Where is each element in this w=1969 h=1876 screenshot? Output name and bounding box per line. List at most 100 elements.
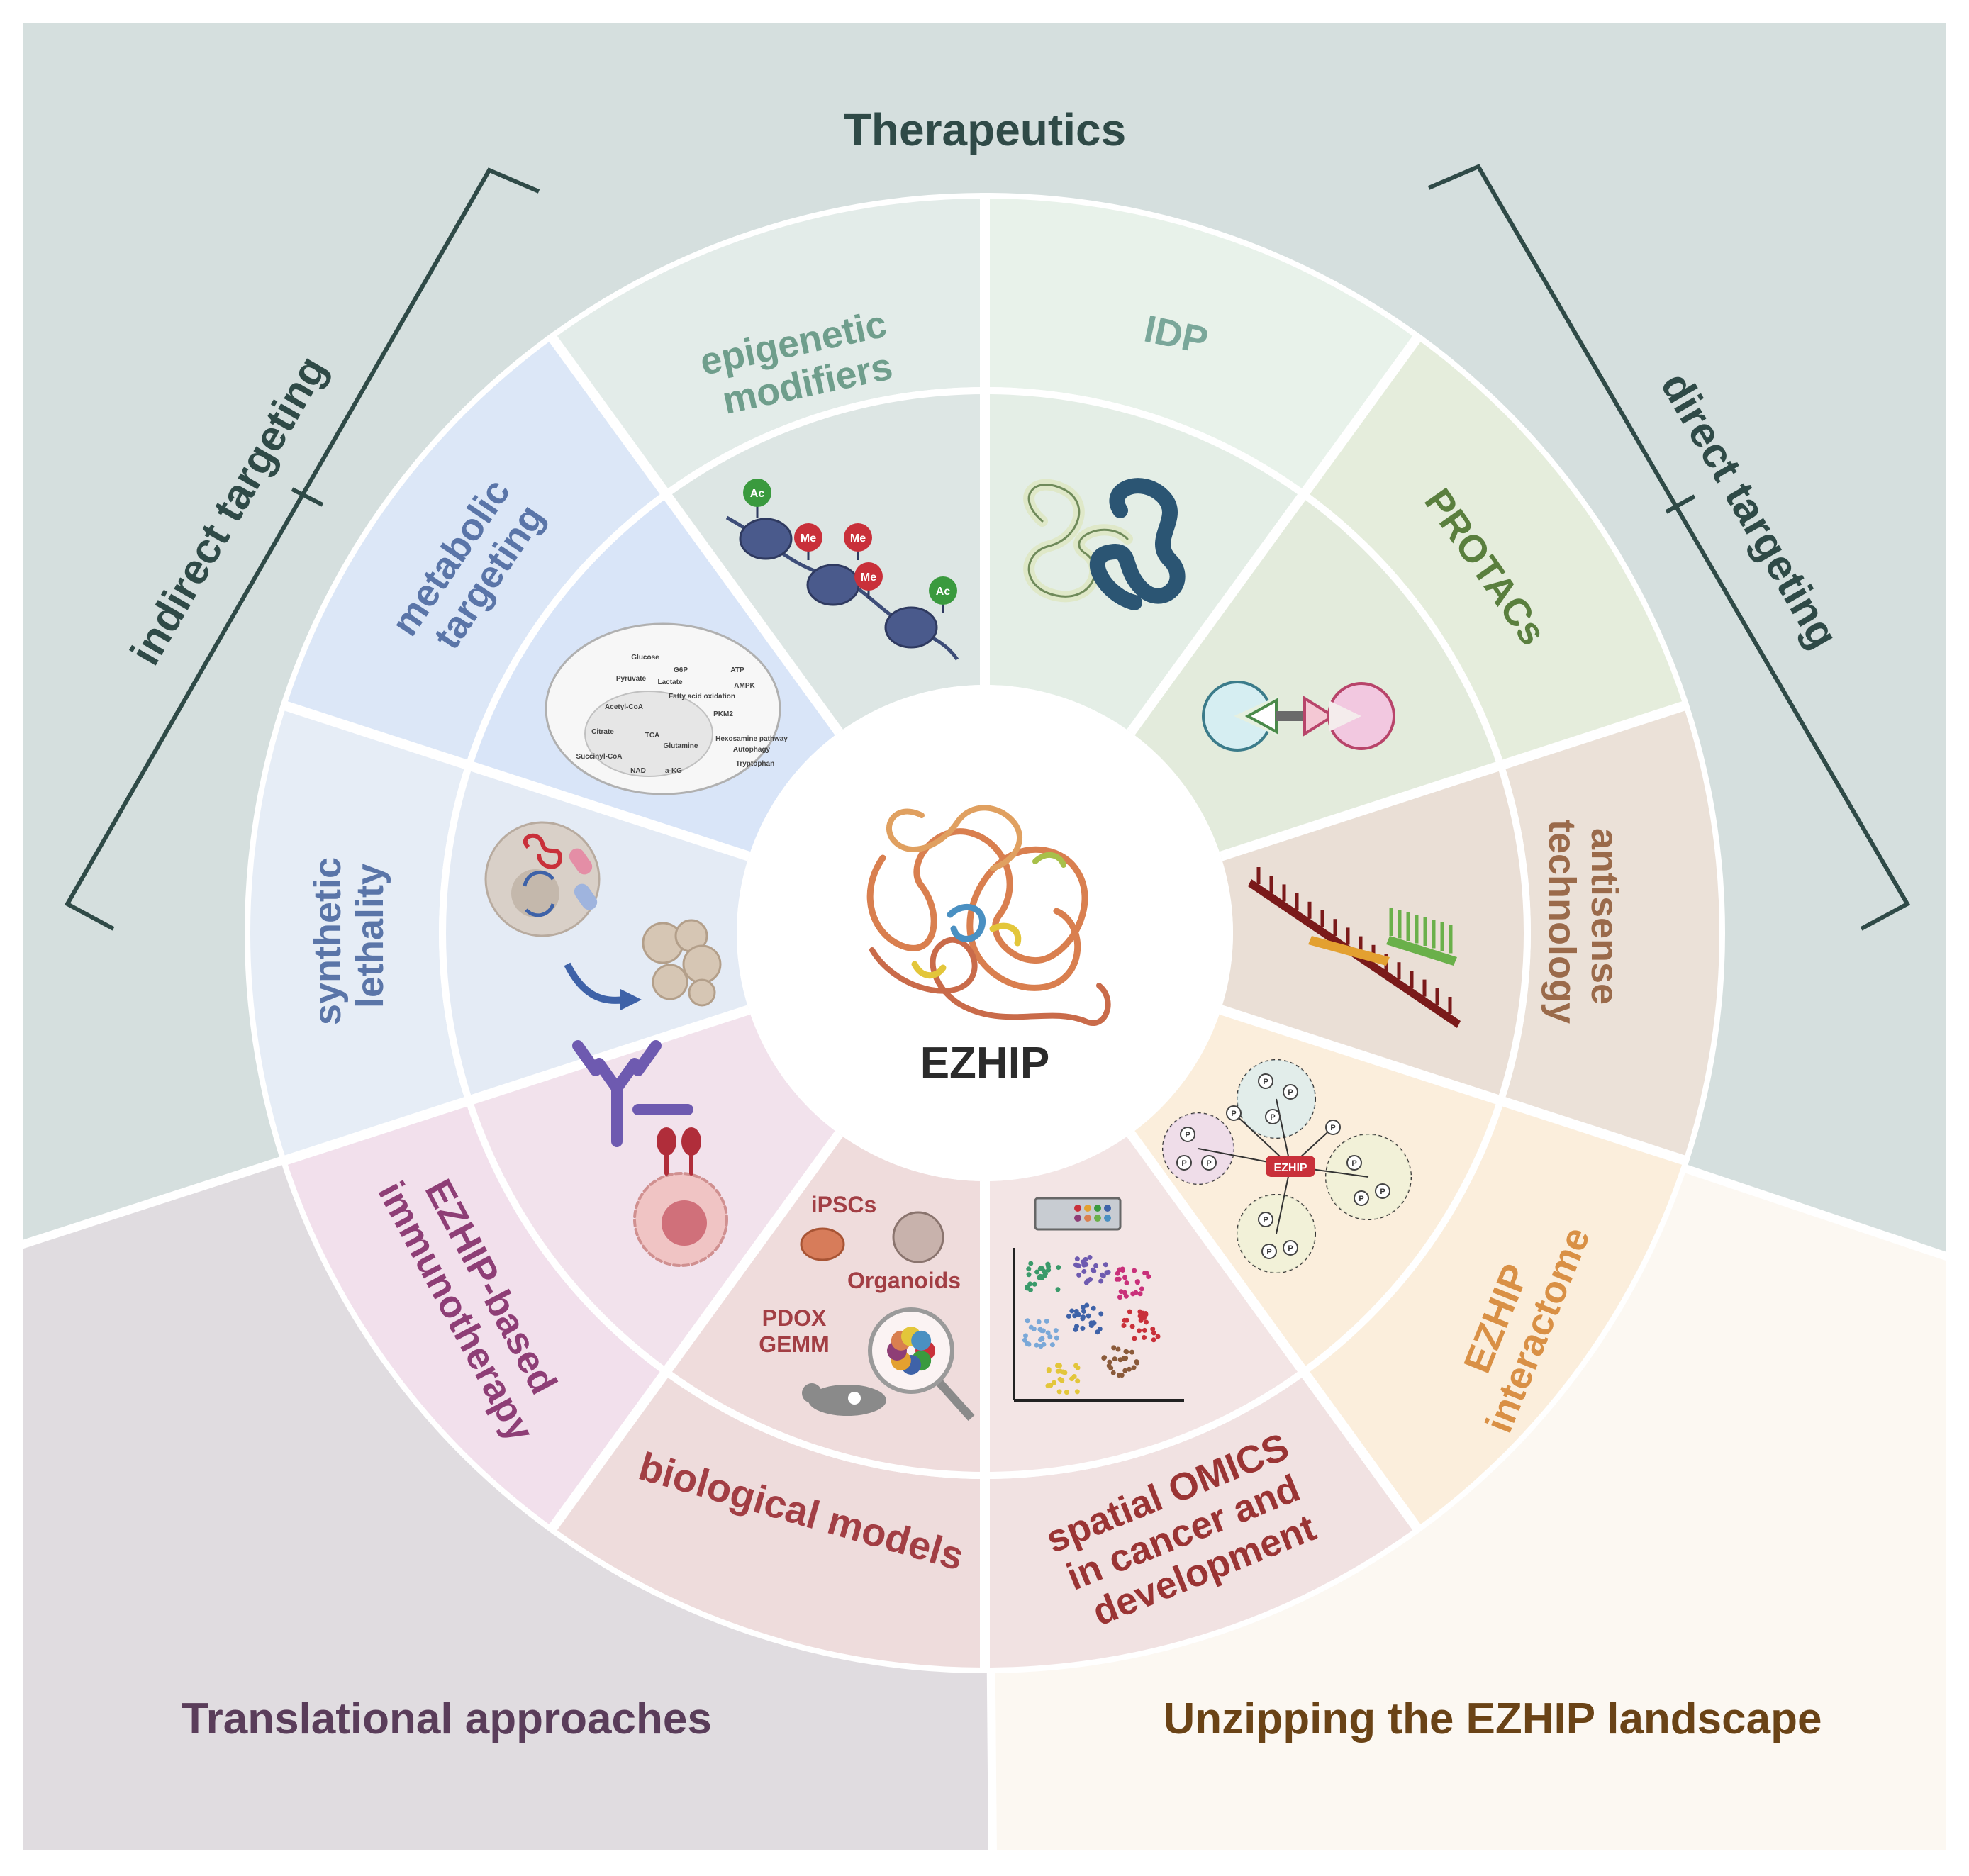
outer-segment-protacs xyxy=(1305,338,1684,765)
organoid-icon xyxy=(892,1211,944,1263)
metabolite-label: Hexosamine pathway xyxy=(715,735,788,743)
phospho-label: P xyxy=(1288,1088,1293,1097)
omics-point xyxy=(1091,1305,1096,1311)
omics-point xyxy=(1080,1326,1086,1331)
omics-point xyxy=(1122,1290,1127,1295)
omics-point xyxy=(1026,1341,1032,1347)
omics-point xyxy=(1142,1327,1147,1333)
ac-mark-label: Ac xyxy=(750,488,765,500)
metabolite-label: Citrate xyxy=(591,728,614,736)
gemm-label: GEMM xyxy=(759,1331,830,1357)
omics-point xyxy=(1111,1345,1117,1351)
outer-segment-synthetic xyxy=(250,705,466,1161)
protein-node xyxy=(1226,1105,1242,1121)
omics-point xyxy=(1105,1269,1111,1275)
protac-icon xyxy=(1202,681,1395,752)
spatial-omics-icon xyxy=(1013,1197,1184,1402)
omics-point xyxy=(1022,1333,1028,1339)
phospho-label: P xyxy=(1359,1195,1363,1203)
center-circle xyxy=(737,685,1233,1181)
ezhip-protein-icon xyxy=(866,805,1111,1026)
omics-point xyxy=(1072,1313,1078,1319)
omics-point xyxy=(1056,1389,1062,1395)
omics-point xyxy=(1137,1328,1142,1334)
omics-point xyxy=(1034,1269,1040,1275)
omics-point xyxy=(1081,1314,1086,1320)
segment-divider xyxy=(545,331,843,735)
omics-point xyxy=(1069,1308,1075,1314)
me-mark-label: Me xyxy=(850,532,866,545)
ipsc-cell-icon xyxy=(800,1227,845,1261)
outer-segment-antisense xyxy=(1504,705,1719,1161)
omics-point xyxy=(1121,1356,1127,1361)
omics-point xyxy=(1112,1356,1117,1362)
direct-targeting-bracket xyxy=(1427,164,1911,931)
magnifier-icon xyxy=(868,1307,954,1394)
metabolite-label: Lactate xyxy=(657,679,682,686)
omics-point xyxy=(1155,1334,1161,1339)
omics-point xyxy=(1022,1337,1027,1343)
metabolite-label: G6P xyxy=(674,666,688,674)
omics-point xyxy=(1090,1267,1095,1273)
omics-point xyxy=(1073,1363,1079,1368)
omics-point xyxy=(1073,1262,1079,1268)
metabolite-label: PKM2 xyxy=(713,710,733,718)
omics-point xyxy=(1132,1336,1137,1341)
slide-spot xyxy=(1084,1215,1091,1222)
outer-segment-spatial xyxy=(985,1374,1417,1668)
metabolite-label: TCA xyxy=(645,732,660,739)
phospho-label: P xyxy=(1330,1124,1335,1132)
outer-segment-epigenetic xyxy=(553,199,985,492)
center-label: EZHIP xyxy=(920,1039,1050,1088)
model-cell xyxy=(911,1330,932,1351)
metabolite-label: ATP xyxy=(730,666,744,674)
metabolite-label: Succinyl-CoA xyxy=(576,753,622,761)
phospho-label: P xyxy=(1181,1159,1186,1168)
omics-point xyxy=(1034,1342,1039,1348)
metabolite-label: Tryptophan xyxy=(736,760,774,768)
omics-point xyxy=(1053,1328,1059,1334)
omics-point xyxy=(1143,1311,1149,1317)
metabolite-label: Fatty acid oxidation xyxy=(669,693,735,700)
segment-divider xyxy=(1127,331,1424,735)
omics-point xyxy=(1047,1334,1053,1340)
outer-segment-metabolic xyxy=(286,338,664,765)
omics-point xyxy=(1137,1309,1143,1314)
omics-point xyxy=(1144,1319,1149,1325)
omics-point xyxy=(1055,1368,1061,1374)
slide-spot xyxy=(1104,1215,1111,1222)
omics-point xyxy=(1038,1344,1044,1349)
translational-title: Translational approaches xyxy=(182,1694,712,1743)
omics-point xyxy=(1122,1317,1127,1323)
omics-point xyxy=(1086,1313,1091,1319)
omics-point xyxy=(1054,1335,1059,1341)
protein-node xyxy=(1354,1190,1369,1206)
omics-point xyxy=(1025,1285,1030,1291)
segment-divider xyxy=(1219,1005,1691,1167)
omics-point xyxy=(1055,1287,1061,1292)
protein-node xyxy=(1283,1084,1298,1100)
omics-point xyxy=(1116,1373,1122,1378)
omics-point xyxy=(1151,1330,1156,1336)
segment-divider xyxy=(1127,1131,1424,1535)
omics-point xyxy=(1116,1276,1122,1282)
phospho-label: P xyxy=(1351,1159,1356,1168)
omics-point xyxy=(1051,1380,1056,1385)
phospho-label: P xyxy=(1231,1110,1236,1118)
outer-segment-biomodels xyxy=(553,1374,985,1668)
omics-point xyxy=(1122,1275,1128,1280)
segment-divider xyxy=(545,1131,843,1535)
organoids-label: Organoids xyxy=(847,1268,961,1293)
omics-point xyxy=(1026,1266,1032,1272)
slide-spot xyxy=(1094,1205,1101,1212)
protein-node xyxy=(1180,1127,1195,1142)
me-mark-label: Me xyxy=(801,532,816,545)
metabolite-label: Autophagy xyxy=(733,746,771,754)
omics-point xyxy=(1057,1363,1063,1368)
omics-point xyxy=(1139,1286,1144,1292)
omics-point xyxy=(1059,1378,1065,1383)
omics-point xyxy=(1027,1281,1033,1287)
phospho-label: P xyxy=(1266,1248,1271,1256)
